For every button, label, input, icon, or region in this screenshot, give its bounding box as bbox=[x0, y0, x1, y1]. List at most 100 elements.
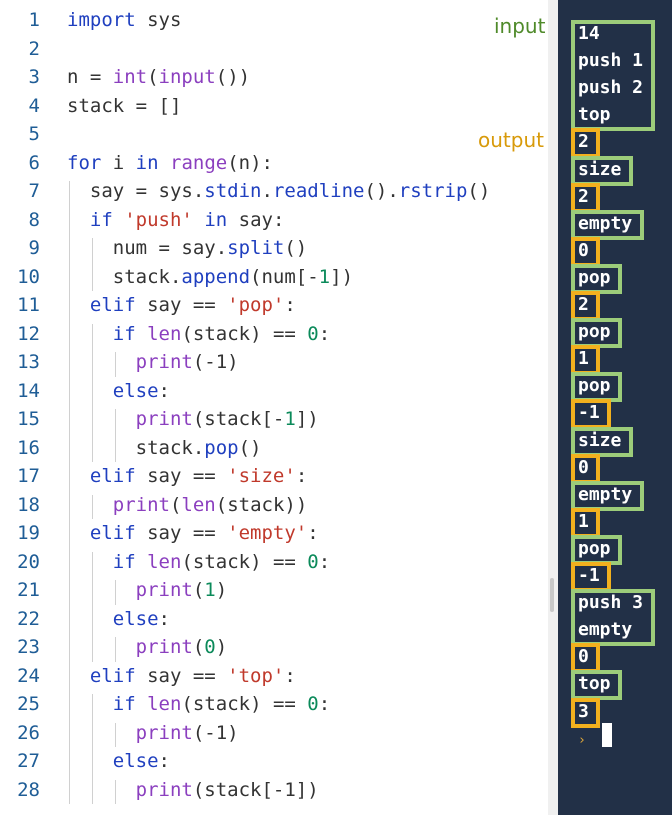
line-number: 4 bbox=[28, 94, 40, 117]
code-line[interactable]: 26 print(-1) bbox=[0, 719, 548, 747]
line-number: 27 bbox=[17, 750, 40, 772]
code-text: elif say == 'pop': bbox=[89, 294, 296, 316]
terminal-output-line: 0 bbox=[578, 456, 589, 478]
input-highlight-box bbox=[571, 263, 622, 294]
output-highlight-box bbox=[571, 128, 600, 159]
terminal-prompt-icon: › bbox=[578, 733, 586, 748]
code-line[interactable]: 21 print(1) bbox=[0, 576, 548, 604]
input-highlight-box bbox=[571, 372, 622, 403]
code-line[interactable]: 25 if len(stack) == 0: bbox=[0, 690, 548, 718]
code-line[interactable]: 27 else: bbox=[0, 747, 548, 775]
line-number: 21 bbox=[17, 579, 40, 601]
line-number: 2 bbox=[28, 37, 40, 60]
code-line[interactable]: 17 elif say == 'size': bbox=[0, 462, 548, 490]
code-line[interactable]: 20 if len(stack) == 0: bbox=[0, 548, 548, 576]
terminal-input-line: 14 bbox=[578, 23, 600, 44]
line-number: 6 bbox=[28, 151, 40, 174]
terminal-output-line: 2 bbox=[578, 185, 589, 207]
code-text: if len(stack) == 0: bbox=[112, 322, 331, 345]
code-line[interactable]: 9 num = say.split() bbox=[0, 234, 548, 262]
code-line[interactable]: 13 print(-1) bbox=[0, 348, 548, 376]
code-line[interactable]: 19 elif say == 'empty': bbox=[0, 519, 548, 547]
output-highlight-box bbox=[571, 453, 600, 484]
code-line[interactable]: 14 else: bbox=[0, 377, 548, 405]
line-number: 1 bbox=[28, 9, 40, 31]
terminal-output-line: 1 bbox=[578, 348, 589, 370]
code-line[interactable]: 12 if len(stack) == 0: bbox=[0, 320, 548, 348]
code-text: import sys bbox=[67, 9, 182, 31]
code-line[interactable]: 8 if 'push' in say: bbox=[0, 206, 548, 234]
indent-guide bbox=[115, 409, 116, 462]
output-highlight-box bbox=[571, 182, 600, 213]
output-annotation-label: output bbox=[478, 128, 544, 152]
output-highlight-box bbox=[571, 697, 600, 728]
line-number: 5 bbox=[28, 123, 40, 145]
terminal-cursor[interactable] bbox=[602, 723, 612, 747]
line-number: 3 bbox=[28, 66, 40, 88]
terminal-output-line: 2 bbox=[578, 131, 589, 153]
terminal-input-line: push 3 bbox=[578, 592, 644, 614]
line-number: 25 bbox=[17, 693, 40, 715]
input-highlight-box bbox=[571, 534, 622, 565]
scrollbar-thumb[interactable] bbox=[550, 578, 554, 612]
line-number: 20 bbox=[17, 550, 40, 573]
code-line[interactable]: 28 print(stack[-1]) bbox=[0, 776, 548, 804]
code-line[interactable]: 16 stack.pop() bbox=[0, 434, 548, 462]
input-highlight-box bbox=[571, 426, 633, 457]
editor-scrollbar[interactable] bbox=[548, 0, 558, 815]
output-highlight-box bbox=[571, 236, 600, 267]
output-highlight-box bbox=[571, 643, 600, 674]
terminal-input-line: size bbox=[578, 158, 622, 180]
code-line[interactable]: 5 bbox=[0, 120, 548, 148]
code-line[interactable]: 22 else: bbox=[0, 605, 548, 633]
line-number: 28 bbox=[17, 778, 40, 801]
code-line[interactable]: 11 elif say == 'pop': bbox=[0, 291, 548, 319]
code-text: print(stack[-1]) bbox=[135, 408, 319, 430]
code-line[interactable]: 18 print(len(stack)) bbox=[0, 491, 548, 519]
terminal-output-line: 3 bbox=[578, 700, 589, 722]
input-highlight-box bbox=[571, 155, 633, 186]
terminal-input-line: pop bbox=[578, 375, 611, 397]
terminal-input-line: push 2 bbox=[578, 77, 644, 99]
output-highlight-box bbox=[571, 291, 600, 322]
code-text: print(len(stack)) bbox=[112, 493, 308, 516]
code-line[interactable]: 2 bbox=[0, 35, 548, 63]
terminal-input-line: size bbox=[578, 429, 622, 451]
terminal-input-line: pop bbox=[578, 266, 611, 288]
indent-guide bbox=[92, 551, 93, 662]
code-line[interactable]: 1 import sys bbox=[0, 6, 548, 34]
output-highlight-box bbox=[571, 507, 600, 538]
code-line[interactable]: 7 say = sys.stdin.readline().rstrip() bbox=[0, 177, 548, 205]
line-number: 10 bbox=[17, 265, 40, 288]
terminal-panel[interactable] bbox=[558, 0, 672, 815]
terminal-input-line: empty bbox=[578, 212, 633, 234]
code-text: print(0) bbox=[135, 636, 228, 658]
code-line[interactable]: 23 print(0) bbox=[0, 633, 548, 661]
code-text: stack.append(num[-1]) bbox=[67, 265, 354, 288]
line-number: 13 bbox=[17, 351, 40, 373]
line-number: 24 bbox=[17, 664, 40, 687]
code-line[interactable]: 15 print(stack[-1]) bbox=[0, 405, 548, 433]
terminal-output-line: -1 bbox=[578, 565, 600, 586]
indent-guide bbox=[92, 238, 93, 291]
indent-guide bbox=[92, 694, 93, 804]
terminal-input-line: pop bbox=[578, 537, 611, 559]
line-number: 8 bbox=[28, 208, 40, 231]
code-line[interactable]: 10 stack.append(num[-1]) bbox=[0, 263, 548, 291]
line-number: 15 bbox=[17, 408, 40, 430]
line-number: 17 bbox=[17, 465, 40, 487]
indent-guide bbox=[115, 352, 116, 377]
code-line[interactable]: 24 elif say == 'top': bbox=[0, 662, 548, 690]
input-highlight-box bbox=[571, 20, 655, 132]
code-text: print(1) bbox=[135, 579, 228, 601]
code-text: elif say == 'size': bbox=[89, 465, 308, 487]
line-number: 26 bbox=[17, 721, 40, 744]
terminal-input-line: empty bbox=[578, 619, 633, 641]
line-number: 19 bbox=[17, 522, 40, 544]
line-number: 9 bbox=[28, 237, 40, 259]
input-annotation-label: input bbox=[494, 14, 546, 38]
